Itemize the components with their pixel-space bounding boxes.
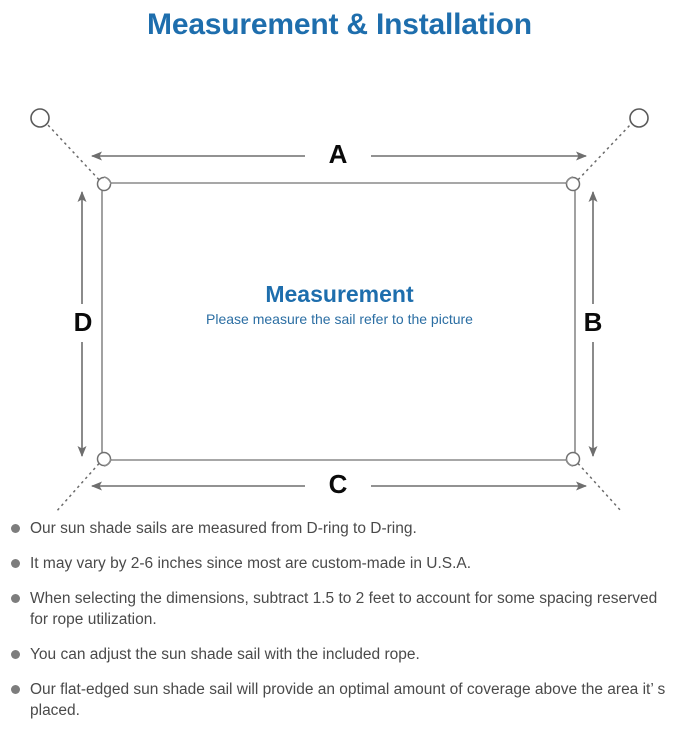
bullet-icon <box>11 524 20 533</box>
note-text: Our flat-edged sun shade sail will provi… <box>30 681 666 719</box>
rope-bottom-left <box>54 458 104 512</box>
list-item: When selecting the dimensions, subtract … <box>0 588 679 630</box>
anchor-points <box>30 108 649 128</box>
anchor-ring-top-right <box>629 108 649 128</box>
bullet-icon <box>11 594 20 603</box>
list-item: It may vary by 2-6 inches since most are… <box>0 553 679 574</box>
page-title: Measurement & Installation <box>147 8 532 41</box>
rope-bottom-right <box>573 458 623 512</box>
sail-outline <box>101 182 576 461</box>
d-ring-masks <box>104 177 111 184</box>
bullet-icon <box>11 650 20 659</box>
measurement-diagram: A B C D Measurement Please measure the s… <box>0 42 679 512</box>
note-text: You can adjust the sun shade sail with t… <box>30 646 420 663</box>
rope-top-left <box>46 123 104 185</box>
anchor-ring-top-left <box>30 108 50 128</box>
bullet-icon <box>11 559 20 568</box>
list-item: Our flat-edged sun shade sail will provi… <box>0 679 679 721</box>
note-text: When selecting the dimensions, subtract … <box>30 590 658 628</box>
note-text: Our sun shade sails are measured from D-… <box>30 520 417 537</box>
list-item: Our sun shade sails are measured from D-… <box>0 518 679 539</box>
note-text: It may vary by 2-6 inches since most are… <box>30 555 472 572</box>
rope-top-right <box>573 123 632 185</box>
corner-arcs <box>103 176 574 467</box>
bullet-icon <box>11 685 20 694</box>
list-item: You can adjust the sun shade sail with t… <box>0 644 679 665</box>
rope-lines <box>46 123 632 512</box>
notes-list: Our sun shade sails are measured from D-… <box>0 518 679 735</box>
diagram-canvas <box>30 108 649 512</box>
